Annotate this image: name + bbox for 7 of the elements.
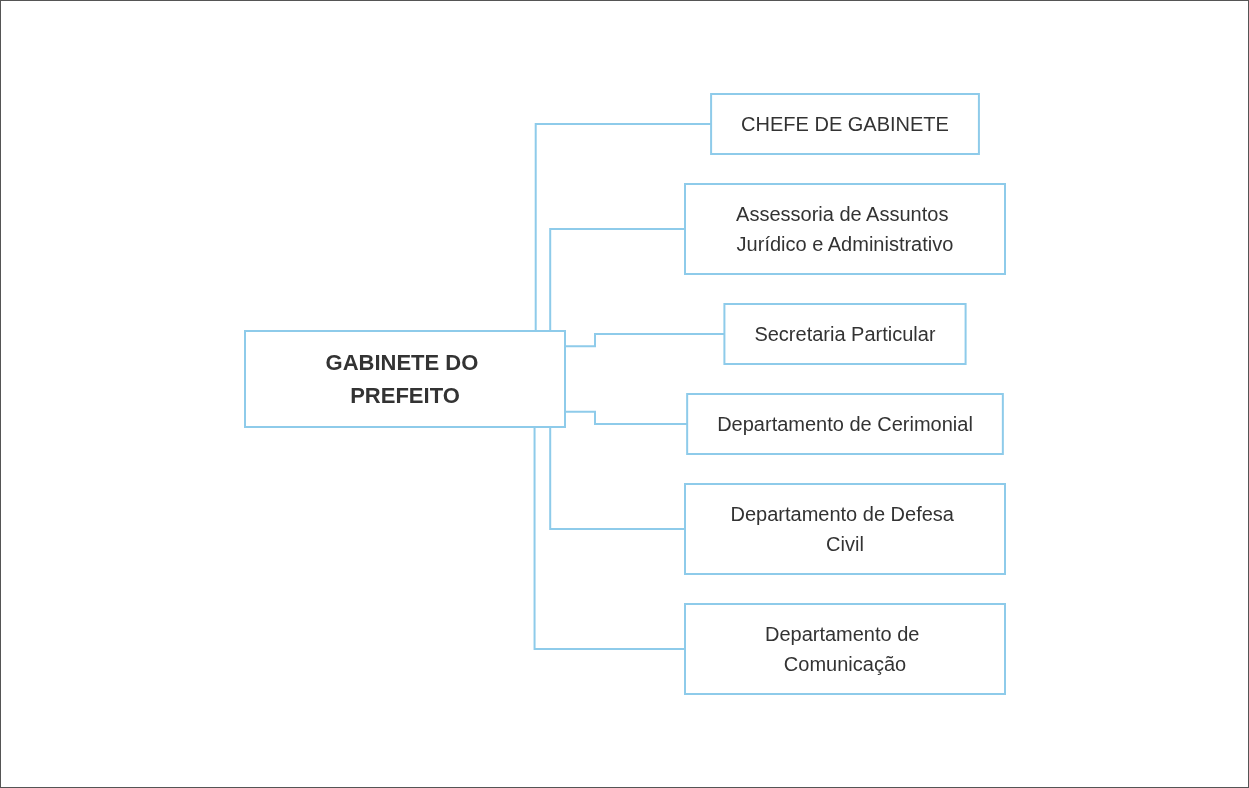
- node-box: Secretaria Particular: [722, 303, 967, 365]
- node-box: GABINETE DO PREFEITO: [243, 330, 566, 428]
- node-box: CHEFE DE GABINETE: [709, 93, 980, 155]
- node-box: Departamento de Cerimonial: [685, 393, 1004, 455]
- node-box: Departamento de Comunicação: [683, 603, 1006, 695]
- node-box: Departamento de Defesa Civil: [683, 483, 1006, 575]
- node-box: Assessoria de Assuntos Jurídico e Administrativo: [683, 183, 1006, 275]
